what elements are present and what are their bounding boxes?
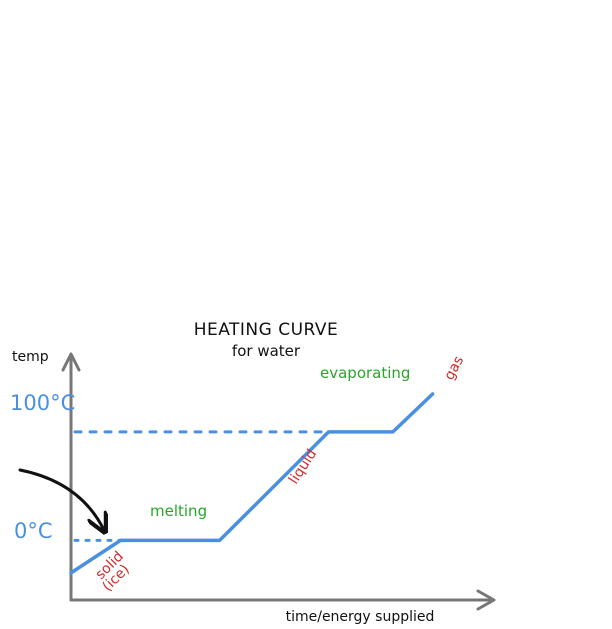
label-liquid: liquid bbox=[286, 446, 320, 487]
label-gas: gas bbox=[441, 353, 467, 382]
y-axis-label: temp bbox=[12, 349, 49, 365]
y-tick-label-0: 0°C bbox=[14, 519, 53, 543]
label-melting: melting bbox=[150, 502, 207, 520]
annotation-arrow bbox=[18, 468, 104, 530]
y-tick-label-100: 100°C bbox=[10, 391, 75, 415]
x-axis-label: time/energy supplied bbox=[286, 609, 435, 625]
chart-title: HEATING CURVE bbox=[194, 320, 339, 340]
axes bbox=[61, 352, 496, 611]
chart-subtitle: for water bbox=[232, 342, 301, 360]
label-evaporating: evaporating bbox=[320, 364, 410, 382]
x-axis-arrowhead bbox=[476, 589, 496, 611]
y-axis-arrowhead bbox=[61, 352, 81, 372]
heating-curve-line bbox=[69, 392, 435, 575]
